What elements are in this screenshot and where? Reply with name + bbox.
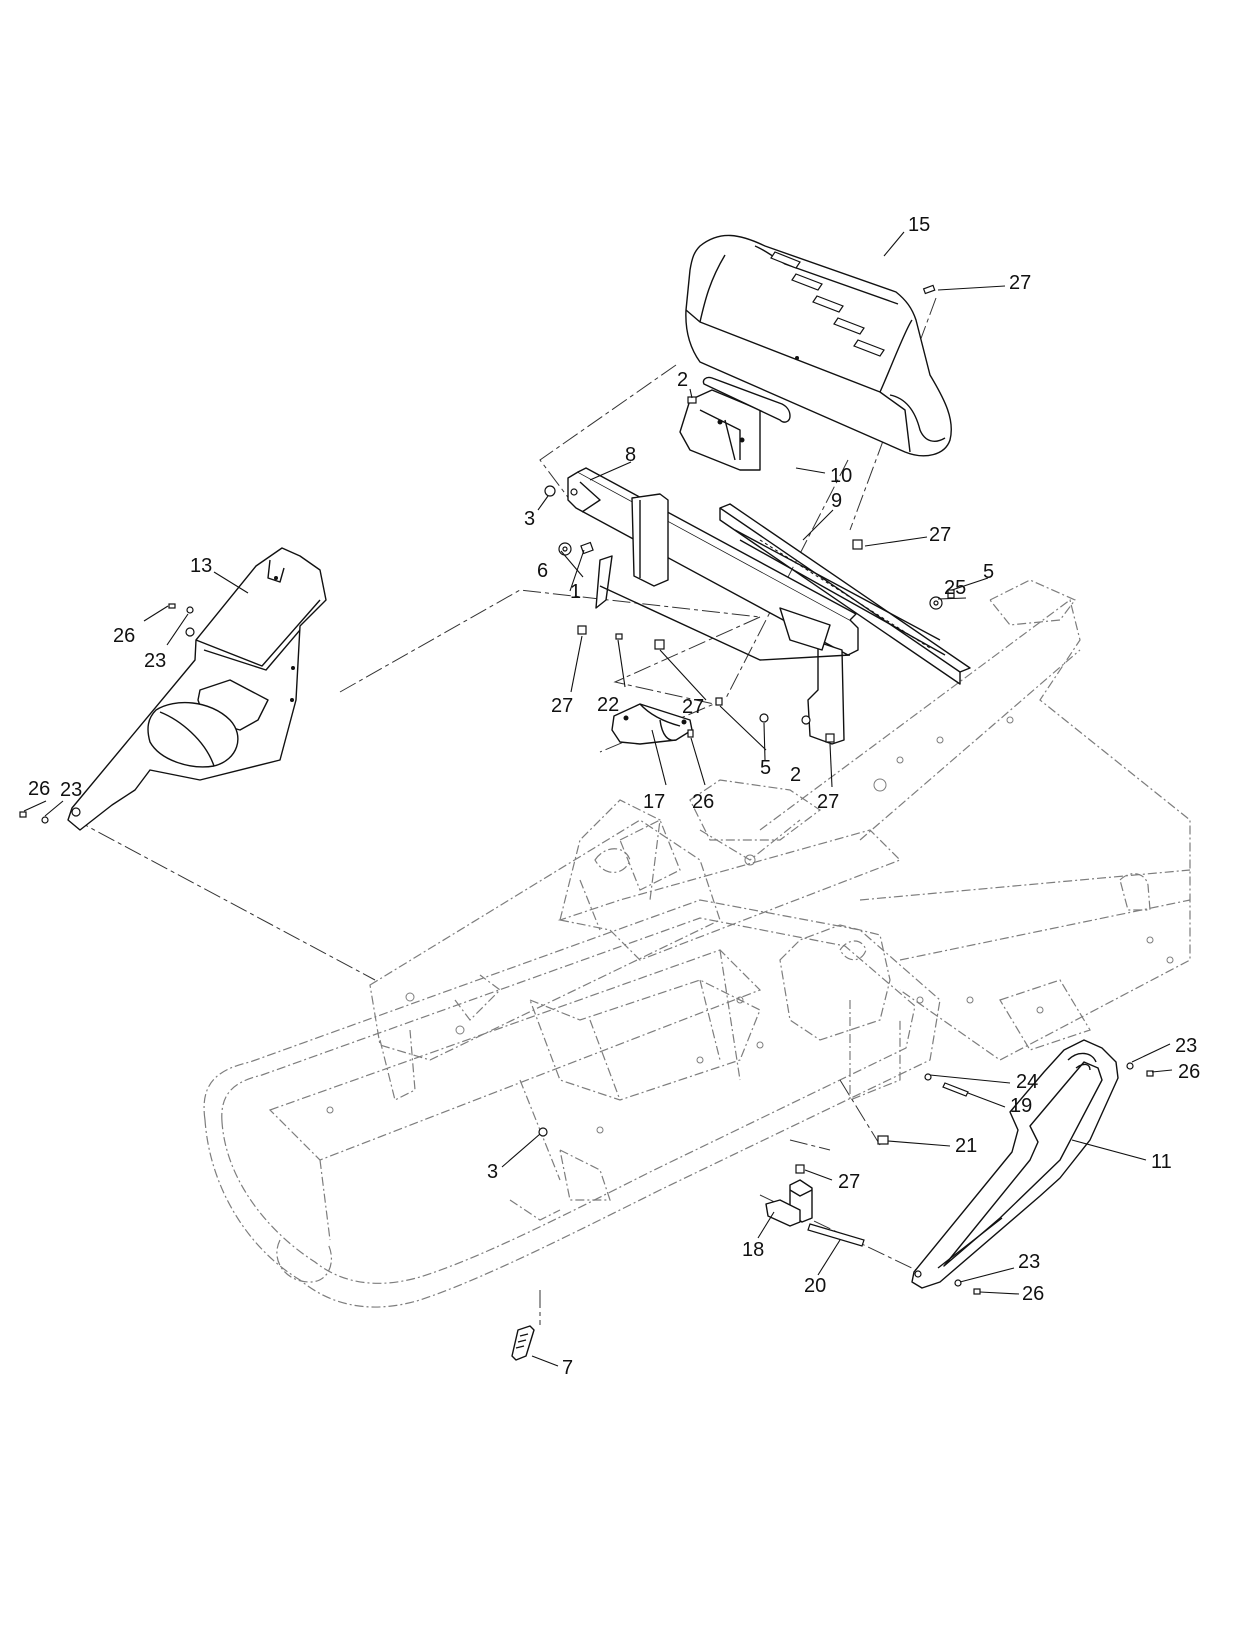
callout-3: 3 (524, 508, 535, 530)
callout-9: 9 (831, 490, 842, 512)
callout-8: 8 (625, 444, 636, 466)
callout-26: 26 (1022, 1283, 1044, 1305)
callout-25: 25 (944, 577, 966, 599)
part-8-seat-frame (567, 467, 859, 745)
part-9-seat-rail (719, 503, 971, 685)
callout-leaders (23, 231, 1173, 1367)
callout-19: 19 (1010, 1095, 1032, 1117)
main-frame (203, 579, 1191, 1308)
hardware (19, 284, 1154, 1295)
callout-18: 18 (742, 1239, 764, 1261)
callout-23: 23 (1175, 1035, 1197, 1057)
callout-5: 5 (983, 561, 994, 583)
callout-6: 6 (537, 560, 548, 582)
callout-27: 27 (817, 791, 839, 813)
part-11-right-panel (911, 1039, 1119, 1289)
part-7-pedal (511, 1325, 535, 1361)
callout-27: 27 (551, 695, 573, 717)
callout-10: 10 (830, 465, 852, 487)
callout-2: 2 (790, 764, 801, 786)
callout-23: 23 (1018, 1251, 1040, 1273)
part-10-seat-bracket (679, 376, 791, 471)
callout-1: 1 (570, 581, 581, 603)
callout-20: 20 (804, 1275, 826, 1297)
callout-23: 23 (144, 650, 166, 672)
callout-13: 13 (190, 555, 212, 577)
callout-15: 15 (908, 214, 930, 236)
callout-labels: 15 27 2 10 8 9 3 27 25 5 6 1 13 26 23 27… (28, 214, 1200, 1379)
callout-7: 7 (562, 1357, 573, 1379)
callout-23: 23 (60, 779, 82, 801)
callout-21: 21 (955, 1135, 977, 1157)
callout-27: 27 (838, 1171, 860, 1193)
callout-24: 24 (1016, 1071, 1038, 1093)
callout-26: 26 (113, 625, 135, 647)
callout-26: 26 (692, 791, 714, 813)
callout-5: 5 (760, 757, 771, 779)
callout-2: 2 (677, 369, 688, 391)
callout-27: 27 (929, 524, 951, 546)
callout-27: 27 (682, 696, 704, 718)
callout-26: 26 (28, 778, 50, 800)
callout-3: 3 (487, 1161, 498, 1183)
callout-22: 22 (597, 694, 619, 716)
callout-17: 17 (643, 791, 665, 813)
part-13-left-panel (67, 547, 327, 831)
callout-11: 11 (1151, 1151, 1172, 1173)
part-17-bracket (611, 703, 693, 745)
callout-26: 26 (1178, 1061, 1200, 1083)
callout-27: 27 (1009, 272, 1031, 294)
part-18-bracket (765, 1179, 813, 1227)
part-15-seat-pan (685, 234, 952, 457)
